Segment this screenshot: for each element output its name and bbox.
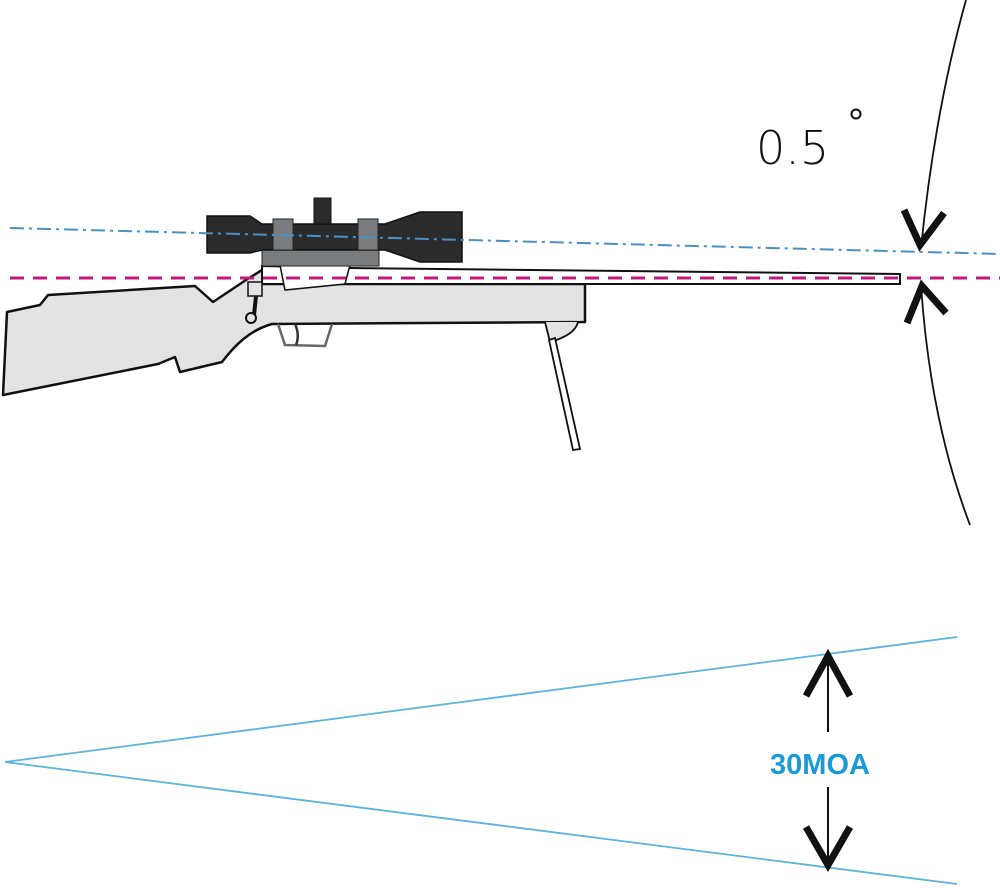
cone-lower-line [4,761,958,885]
arrowhead-down-icon [802,825,854,872]
moa-label: 30MOA [770,749,870,781]
angle-arc-upper [920,0,967,249]
arrowhead-up-icon [802,648,854,698]
arrowhead-down-icon [900,208,947,252]
arrowhead-up-icon [903,279,949,325]
trigger [293,323,299,346]
trigger-guard [276,323,334,348]
bipod-leg [547,336,582,452]
scope-base [261,248,380,267]
rifle-stock [1,268,587,397]
degree-symbol-icon [850,108,862,120]
angle-arc-lower [920,284,971,526]
scope-ring-front [357,218,379,251]
line-of-sight [9,227,1000,255]
angle-label: 0.5 [756,121,829,175]
rifle-barrel [261,264,901,285]
scope-turret [313,197,332,225]
bolt-handle [245,281,263,324]
cone-upper-line [4,636,958,763]
